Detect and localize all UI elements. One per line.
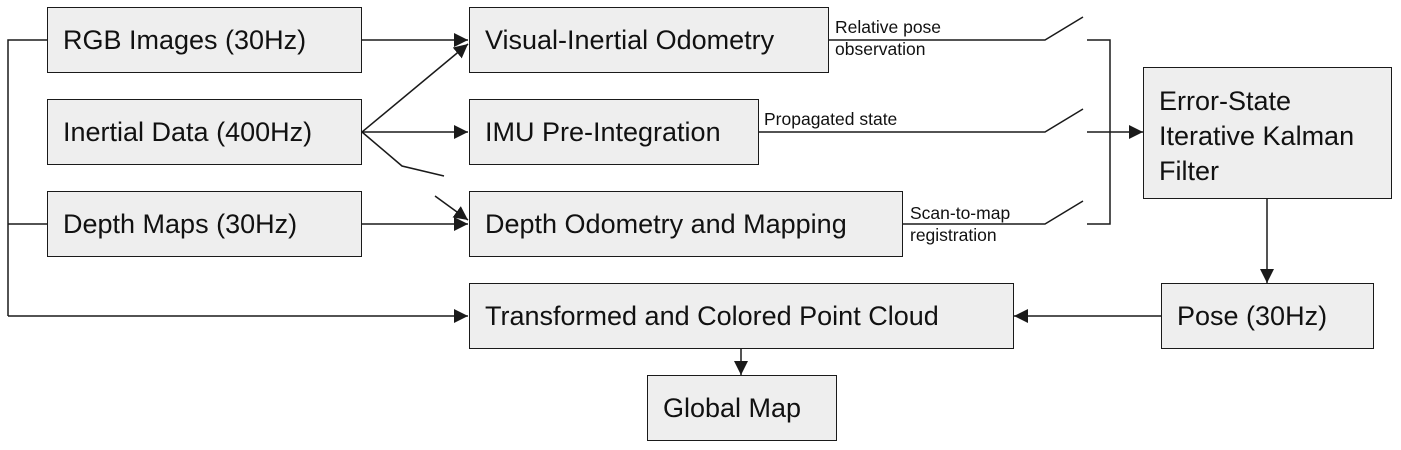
error-state-kalman-filter-box: Error-State Iterative Kalman Filter [1143,67,1392,199]
eskf-line-1: Error-State [1159,86,1292,116]
rgb-to-bus-line [7,39,48,316]
scan-to-map-line-2: registration [910,225,997,245]
global-map-box: Global Map [647,375,837,441]
scan-to-map-label: Scan-to-map registration [910,202,1010,246]
eskf-line-3: Filter [1159,156,1219,186]
relative-pose-label: Relative pose observation [835,16,941,60]
imu-pre-integration-box: IMU Pre-Integration [469,99,759,165]
inertial-to-dom-line [361,131,445,177]
inertial-data-box: Inertial Data (400Hz) [47,99,362,165]
dom-output-line [903,200,1084,225]
depth-odometry-mapping-box: Depth Odometry and Mapping [469,191,903,257]
propagated-state-label: Propagated state [764,109,898,129]
visual-inertial-odometry-box: Visual-Inertial Odometry [469,7,829,73]
rgb-images-box: RGB Images (30Hz) [47,7,362,73]
imu-output-line [759,108,1084,133]
relative-pose-line-2: observation [835,39,926,59]
depth-maps-box: Depth Maps (30Hz) [47,191,362,257]
vio-output-line [829,16,1084,41]
inertial-to-dom-arrow [434,195,469,221]
pose-box: Pose (30Hz) [1161,283,1374,349]
point-cloud-box: Transformed and Colored Point Cloud [469,283,1014,349]
inertial-to-vio-arrow [361,43,469,133]
relative-pose-line-1: Relative pose [835,17,942,37]
eskf-line-2: Iterative Kalman [1159,121,1355,151]
scan-to-map-line-1: Scan-to-map [910,203,1011,223]
